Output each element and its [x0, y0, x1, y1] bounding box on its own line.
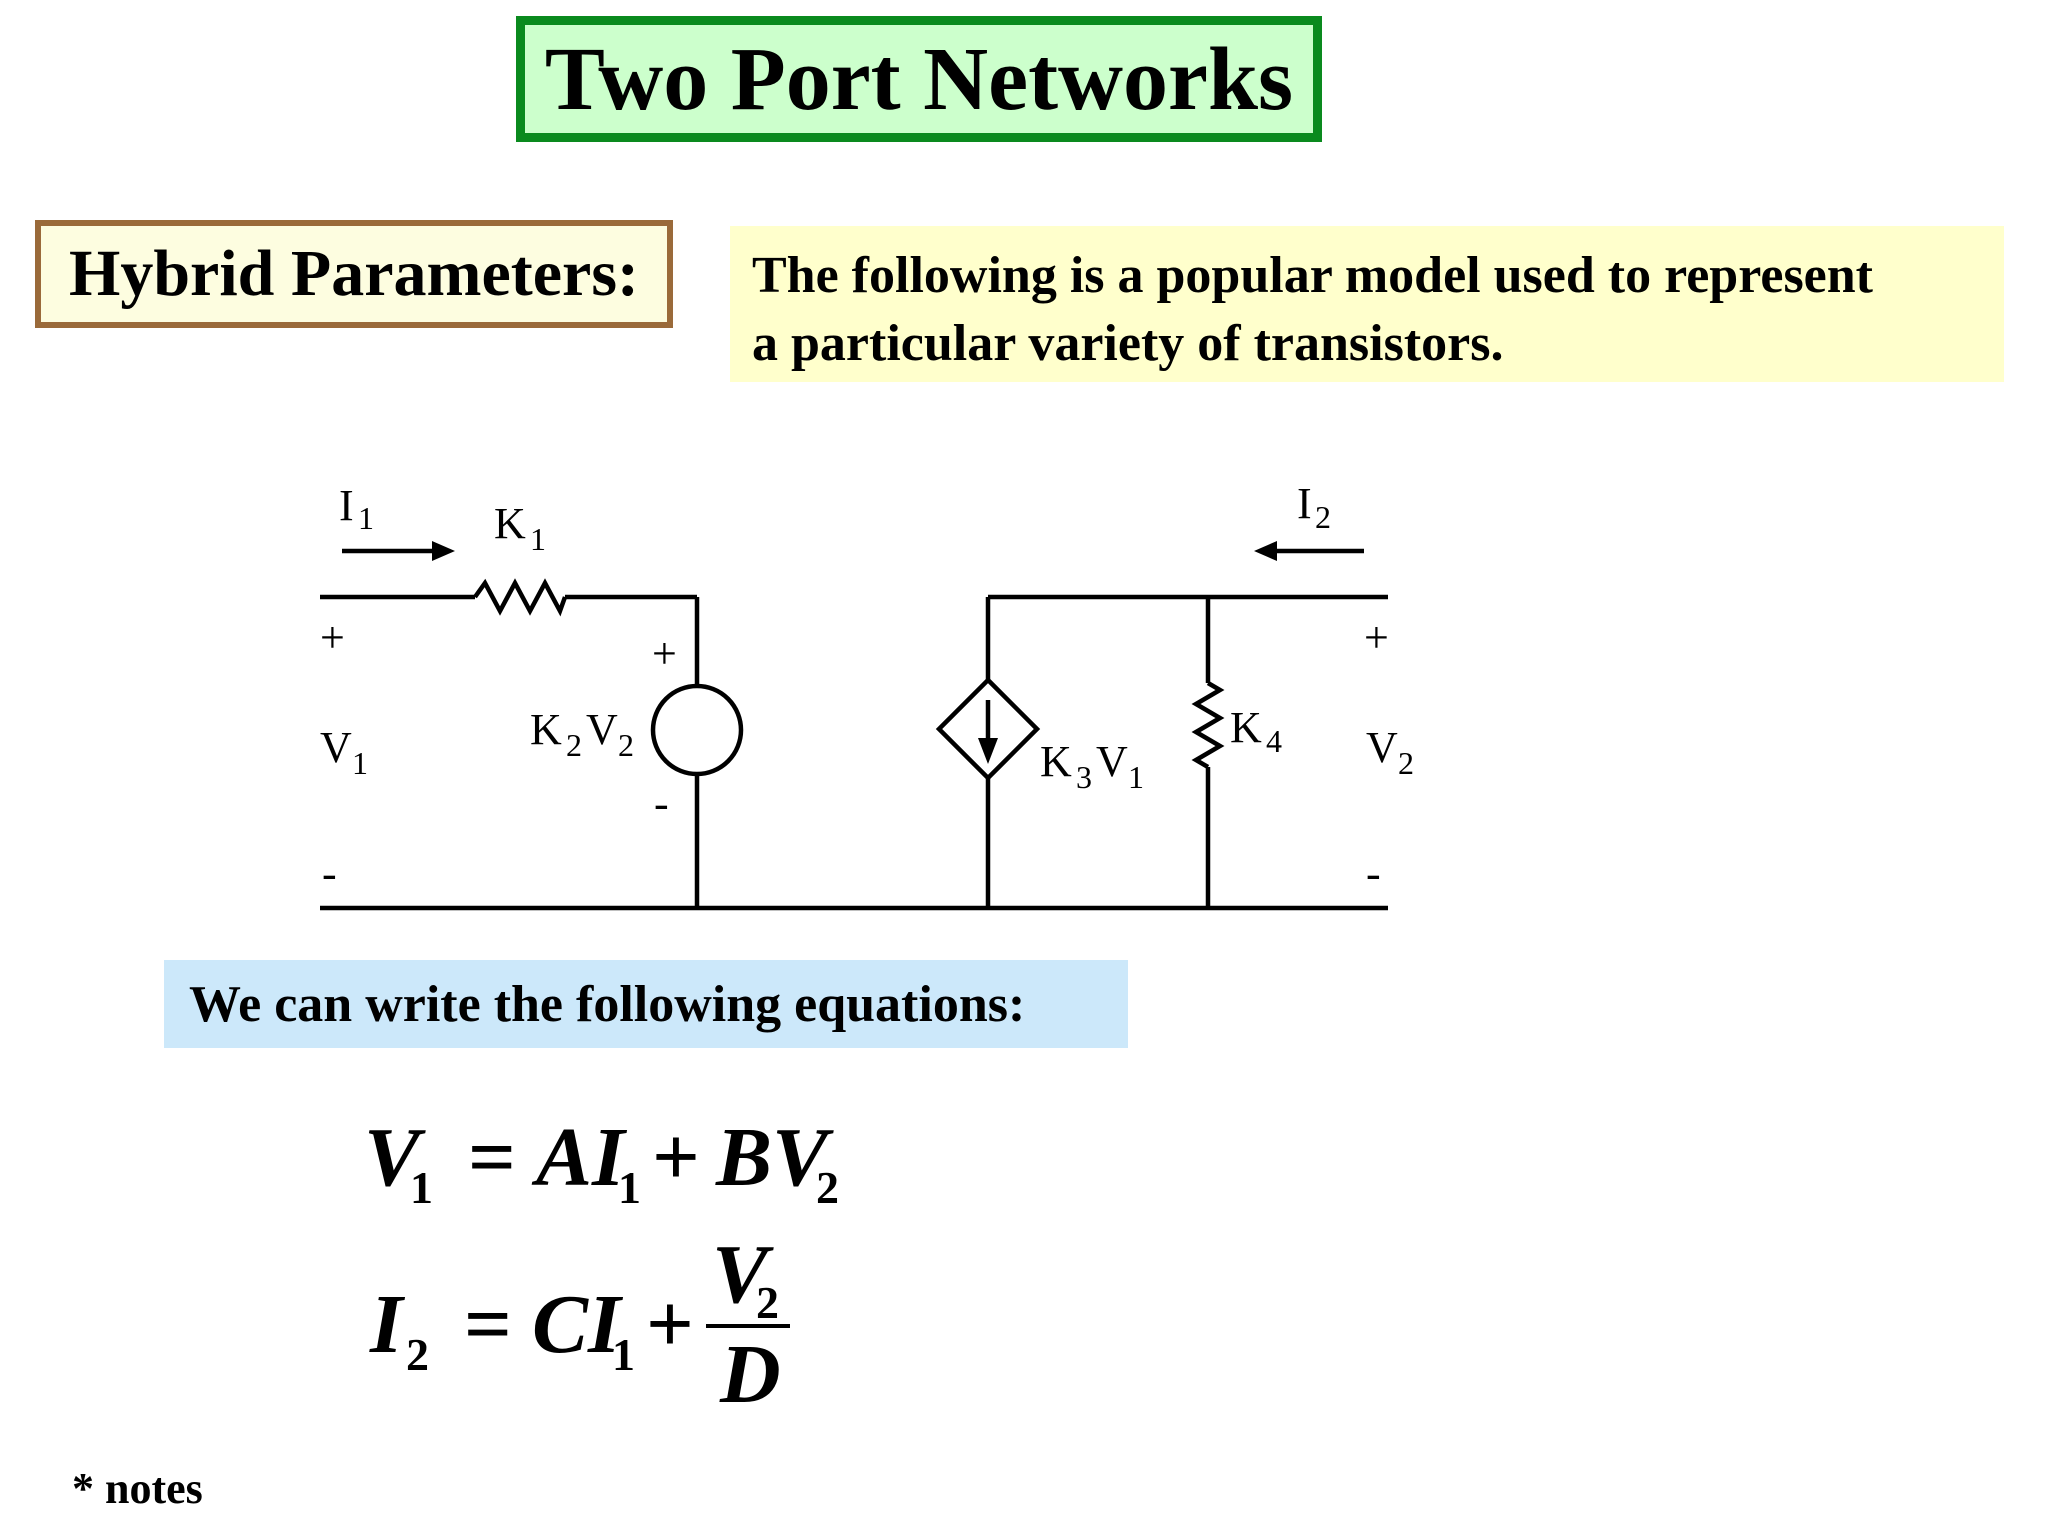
eq1-term2: BV: [715, 1111, 834, 1204]
eq1-equals: =: [468, 1111, 516, 1204]
csource-arrow-head: [978, 738, 998, 764]
notes-link[interactable]: * notes: [72, 1464, 203, 1513]
i2-sub: 2: [1315, 499, 1331, 535]
k2v2-v-sub: 2: [618, 727, 634, 763]
k3v1-v: V: [1096, 737, 1128, 786]
intro-text: The following is a popular model used to…: [730, 226, 2004, 382]
k1-sub: 1: [530, 521, 546, 557]
k4-label: K: [1230, 703, 1262, 752]
slide-title: Two Port Networks: [516, 16, 1322, 142]
eq1-lhs: V: [364, 1111, 426, 1204]
i2-arrow-head: [1254, 541, 1277, 561]
source-plus: +: [652, 629, 677, 678]
eq2-plus: +: [646, 1278, 694, 1371]
eq1-term1-sub: 1: [618, 1162, 641, 1213]
k3v1-k: K: [1040, 737, 1072, 786]
k2v2-k-sub: 2: [566, 727, 582, 763]
voltage-source: [650, 683, 744, 777]
v1-plus: +: [320, 613, 345, 662]
eq1-term2-sub: 2: [816, 1162, 839, 1213]
v2-sub: 2: [1398, 745, 1414, 781]
resistor-k4: [1191, 681, 1225, 769]
eq2-term1-sub: 1: [612, 1329, 635, 1380]
eq2-term1: CI: [532, 1278, 624, 1371]
eq1-plus: +: [652, 1111, 700, 1204]
eq1-lhs-sub: 1: [410, 1162, 433, 1213]
k1-label: K: [494, 499, 526, 548]
i1-label: I: [339, 481, 354, 530]
eq2-equals: =: [464, 1278, 512, 1371]
circuit-wires: [320, 548, 1388, 911]
i1-sub: 1: [358, 500, 374, 536]
k2v2-k: K: [530, 705, 562, 754]
intro-line-2: a particular variety of transistors.: [752, 315, 1504, 372]
equation-2: I 2 = CI 1 + V 2 D: [369, 1228, 790, 1421]
eq2-numerator-sub: 2: [756, 1277, 779, 1328]
source-minus: -: [654, 779, 669, 828]
v2-minus: -: [1366, 849, 1381, 898]
i2-label: I: [1297, 479, 1312, 528]
k2v2-v: V: [586, 705, 618, 754]
equations-label: We can write the following equations:: [164, 960, 1128, 1048]
i1-arrow-head: [432, 541, 455, 561]
section-label: Hybrid Parameters:: [35, 220, 673, 328]
eq2-lhs-sub: 2: [406, 1329, 429, 1380]
k4-sub: 4: [1266, 723, 1282, 759]
eq2-denominator: D: [719, 1328, 781, 1421]
v1-sub: 1: [352, 745, 368, 781]
v1-label: V: [320, 723, 352, 772]
eq2-numerator: V: [712, 1228, 774, 1321]
v2-label: V: [1366, 723, 1398, 772]
intro-line-1: The following is a popular model used to…: [752, 247, 1873, 304]
eq1-term1: AI: [531, 1111, 628, 1204]
resistor-k1: [473, 578, 568, 617]
v1-minus: -: [322, 849, 337, 898]
k3v1-v-sub: 1: [1128, 759, 1144, 795]
v2-plus: +: [1364, 613, 1389, 662]
equation-1: V 1 = AI 1 + BV 2: [364, 1111, 839, 1213]
eq2-lhs: I: [369, 1278, 406, 1371]
k3v1-k-sub: 3: [1076, 759, 1092, 795]
